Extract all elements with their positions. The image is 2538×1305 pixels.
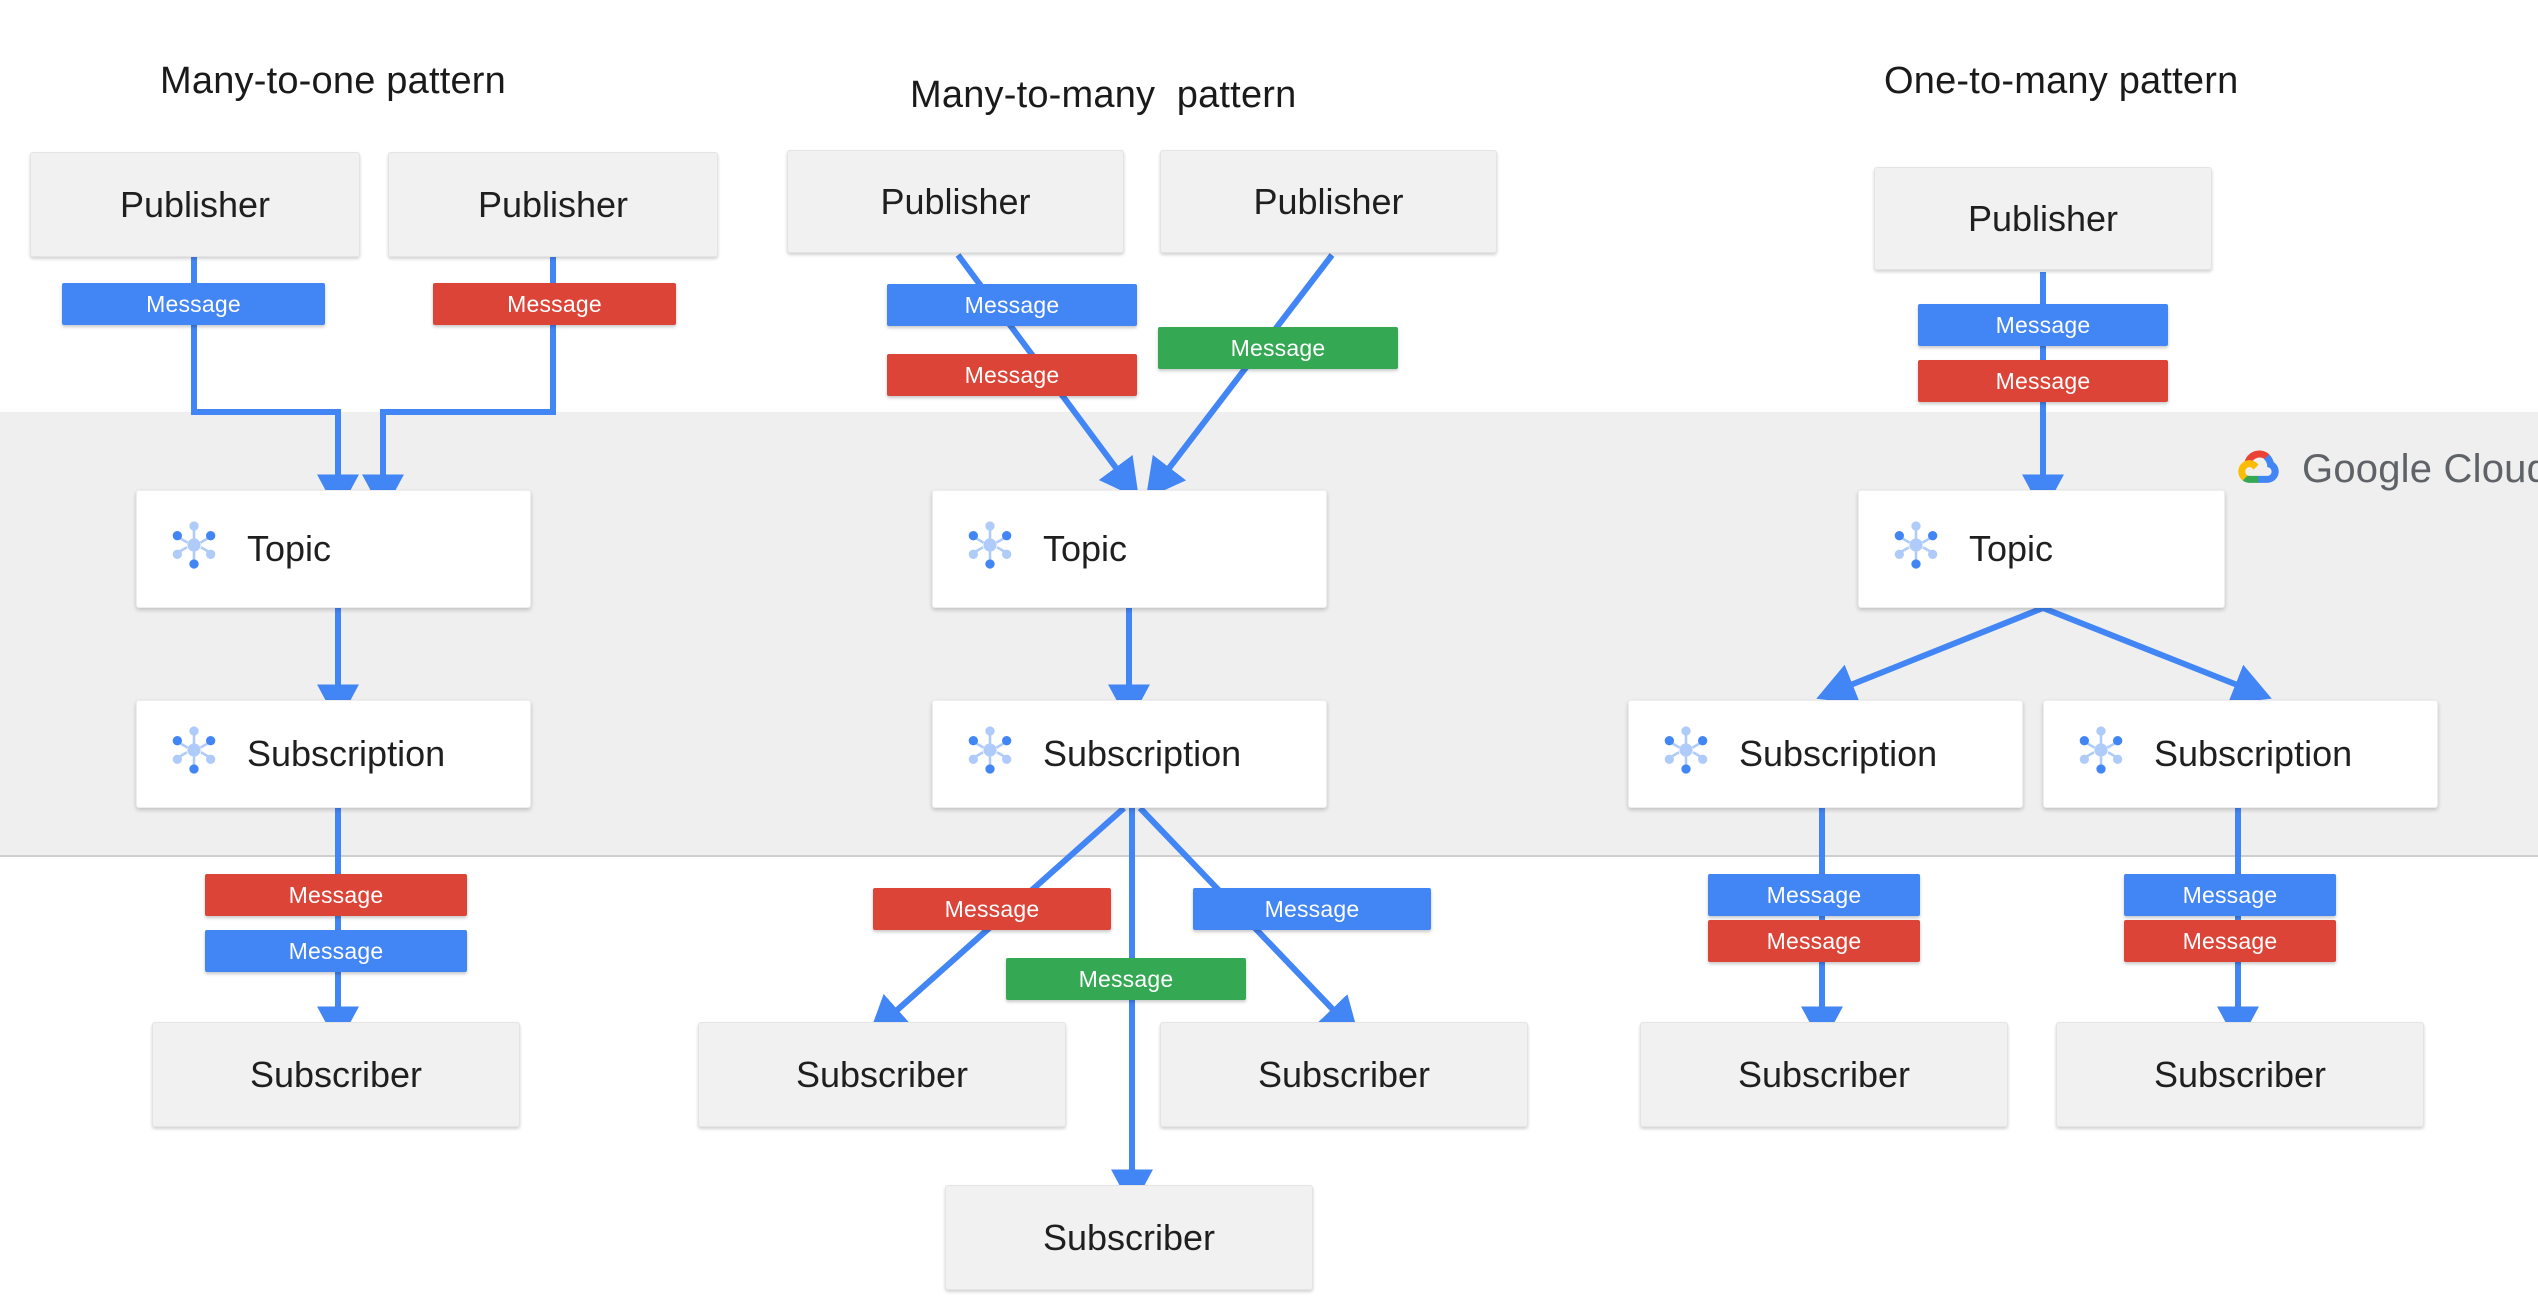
pubsub-topic-icon [163, 514, 225, 585]
subscription-box[interactable]: Subscription [136, 700, 531, 808]
pubsub-topic-icon [959, 514, 1021, 585]
topic-box[interactable]: Topic [932, 490, 1327, 608]
subscriber-label: Subscriber [1042, 1216, 1216, 1258]
publisher-label: Publisher [477, 183, 629, 225]
google-cloud-lockup: Google Cloud [2232, 445, 2538, 494]
subscriber-label: Subscriber [1257, 1053, 1431, 1095]
subscription-label: Subscription [2154, 733, 2353, 774]
message-chip: Message [2124, 920, 2336, 962]
pubsub-subscription-icon [2070, 719, 2132, 790]
message-chip: Message [887, 354, 1137, 396]
subscription-label: Subscription [247, 733, 446, 774]
publisher-box[interactable]: Publisher [1874, 167, 2212, 270]
column-title-one-to-many: One-to-many pattern [1884, 60, 2239, 102]
subscriber-label: Subscriber [795, 1053, 969, 1095]
subscriber-box[interactable]: Subscriber [152, 1022, 520, 1127]
subscription-label: Subscription [1043, 733, 1242, 774]
column-title-many-to-many: Many-to-many pattern [910, 74, 1297, 116]
subscriber-box[interactable]: Subscriber [1160, 1022, 1528, 1127]
topic-box[interactable]: Topic [136, 490, 531, 608]
pubsub-subscription-icon [1655, 719, 1717, 790]
subscription-box[interactable]: Subscription [932, 700, 1327, 808]
message-chip: Message [1158, 327, 1398, 369]
topic-label: Topic [1043, 528, 1128, 569]
message-chip: Message [1006, 958, 1246, 1000]
message-chip: Message [433, 283, 676, 325]
message-chip: Message [205, 874, 467, 916]
subscription-box[interactable]: Subscription [1628, 700, 2023, 808]
subscriber-label: Subscriber [249, 1053, 423, 1095]
publisher-label: Publisher [1253, 180, 1404, 222]
google-cloud-wordmark: Google Cloud [2302, 447, 2538, 492]
brand-word-cloud: Cloud [2443, 447, 2538, 491]
publisher-box[interactable]: Publisher [388, 152, 718, 257]
publisher-label: Publisher [119, 183, 271, 225]
google-cloud-logo-icon [2232, 445, 2286, 494]
message-chip: Message [1193, 888, 1431, 930]
brand-word-google: Google [2302, 447, 2433, 491]
subscriber-label: Subscriber [1737, 1053, 1911, 1095]
subscription-label: Subscription [1739, 733, 1938, 774]
subscriber-box[interactable]: Subscriber [2056, 1022, 2424, 1127]
subscriber-box[interactable]: Subscriber [698, 1022, 1066, 1127]
message-chip: Message [873, 888, 1111, 930]
message-chip: Message [1918, 360, 2168, 402]
message-chip: Message [887, 284, 1137, 326]
publisher-box[interactable]: Publisher [30, 152, 360, 257]
message-chip: Message [1708, 920, 1920, 962]
publisher-label: Publisher [880, 180, 1031, 222]
message-chip: Message [62, 283, 325, 325]
message-chip: Message [1708, 874, 1920, 916]
subscriber-box[interactable]: Subscriber [1640, 1022, 2008, 1127]
message-chip: Message [2124, 874, 2336, 916]
pubsub-subscription-icon [959, 719, 1021, 790]
topic-label: Topic [1969, 528, 2054, 569]
pubsub-topic-icon [1885, 514, 1947, 585]
topic-label: Topic [247, 528, 332, 569]
publisher-label: Publisher [1967, 197, 2119, 239]
subscriber-box[interactable]: Subscriber [945, 1185, 1313, 1290]
pubsub-subscription-icon [163, 719, 225, 790]
column-title-many-to-one: Many-to-one pattern [160, 60, 506, 102]
subscription-box[interactable]: Subscription [2043, 700, 2438, 808]
message-chip: Message [1918, 304, 2168, 346]
publisher-box[interactable]: Publisher [1160, 150, 1497, 253]
message-chip: Message [205, 930, 467, 972]
topic-box[interactable]: Topic [1858, 490, 2225, 608]
publisher-box[interactable]: Publisher [787, 150, 1124, 253]
subscriber-label: Subscriber [2153, 1053, 2327, 1095]
